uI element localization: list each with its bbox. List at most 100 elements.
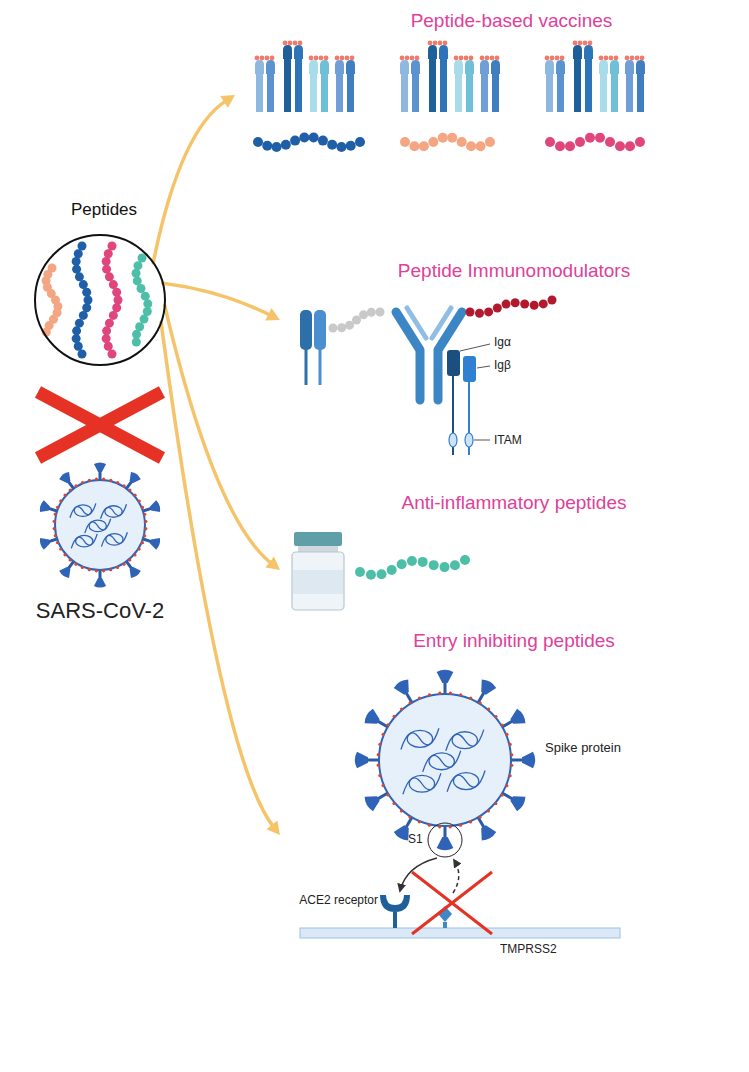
membrane-protein (501, 723, 504, 726)
category-heading: Entry inhibiting peptides (280, 630, 748, 652)
peptide-bead (428, 137, 438, 147)
viral-rna (447, 771, 485, 792)
peptide-bead (79, 280, 88, 289)
protease-label: TMPRSS2 (500, 942, 557, 956)
receptor-domain (294, 45, 303, 59)
vial-neck (298, 546, 338, 552)
membrane-protein (400, 809, 403, 812)
peptide-bead (78, 242, 87, 251)
membrane-protein (459, 824, 462, 827)
circle-border (35, 235, 165, 365)
membrane-protein (510, 764, 513, 767)
membrane-protein (428, 693, 431, 696)
arrow-head (220, 95, 235, 108)
peptide-bead (72, 257, 81, 266)
peptide-bead (132, 338, 141, 347)
viral-rna (446, 730, 484, 751)
membrane-protein (400, 707, 403, 710)
peptide-bead (346, 141, 356, 151)
peptide-bead (476, 141, 486, 151)
peptide-bead (105, 319, 114, 328)
receptor-stem (440, 59, 447, 112)
membrane-protein (378, 743, 381, 746)
group-title: Peptides (30, 200, 178, 220)
peptide-bead (438, 133, 448, 143)
membrane-protein (418, 820, 421, 823)
spike-head (58, 564, 73, 579)
spike-head (126, 564, 141, 579)
peptide-bead (72, 265, 81, 274)
peptide-bead (79, 311, 88, 320)
peptide-bead (585, 133, 595, 143)
membrane-protein (510, 753, 513, 756)
spike-protein (509, 752, 535, 769)
category-heading: Peptide-based vaccines (275, 10, 748, 32)
leader-line (460, 344, 490, 351)
spike-head (94, 462, 106, 472)
peptide-bead (109, 280, 118, 289)
peptide-bead (136, 284, 145, 293)
membrane-protein (143, 513, 146, 516)
receptor-domain (335, 60, 344, 74)
receptor-domain (545, 60, 554, 74)
membrane-protein (81, 481, 84, 484)
peptide-bead (625, 141, 635, 151)
presented-peptide (260, 56, 265, 61)
peptide-bead (409, 141, 419, 151)
spike-head (476, 823, 497, 843)
peptide-bead (429, 560, 439, 570)
peptide-bead (575, 137, 585, 147)
membrane-protein (438, 825, 441, 828)
spike-head (149, 500, 162, 515)
peptide-bead (75, 272, 84, 281)
presented-peptide (433, 41, 438, 46)
membrane-protein (63, 553, 66, 556)
peptide-bead (102, 265, 111, 274)
membrane-protein (133, 494, 136, 497)
membrane-protein (88, 568, 91, 571)
spike-head (39, 536, 52, 551)
tcr-chain (300, 310, 312, 350)
category-heading: Anti-inflammatory peptides (280, 492, 748, 514)
leader-line (474, 440, 490, 441)
cell-membrane (300, 928, 620, 938)
peptide-bead (133, 276, 142, 285)
receptor-stem (585, 59, 592, 112)
membrane-protein (449, 692, 452, 695)
peptide-bead (102, 257, 111, 266)
peptide-circle: Peptides (30, 200, 178, 370)
peptide-bead (72, 326, 81, 335)
spike-protein (437, 824, 454, 850)
ace2-receptor (380, 895, 410, 912)
peptide-bead (82, 303, 91, 312)
membrane-protein (141, 506, 144, 509)
membrane-protein (478, 816, 481, 819)
arrow-head (266, 820, 280, 835)
presented-peptide (625, 56, 630, 61)
membrane-protein (128, 488, 131, 491)
membrane-protein (494, 802, 497, 805)
peptide-bead (376, 308, 385, 317)
membrane-protein (509, 743, 512, 746)
virus-envelope (379, 694, 511, 826)
membrane-protein (54, 513, 57, 516)
peptide-bead (112, 288, 121, 297)
presented-peptide (309, 56, 314, 61)
membrane-protein (382, 733, 385, 736)
receptor-domain (454, 60, 463, 74)
receptor-stem (321, 74, 328, 112)
presented-peptide (545, 56, 550, 61)
presented-peptide (573, 41, 578, 46)
receptor-stem (412, 74, 419, 112)
receptor-domain (625, 60, 634, 74)
membrane-protein (68, 558, 71, 561)
peptide-bead (475, 309, 484, 318)
membrane-protein (128, 558, 131, 561)
arrow-head (265, 557, 280, 570)
tcr-chain (314, 310, 326, 350)
receptor-stem (600, 74, 607, 112)
spike-protein (437, 670, 454, 696)
membrane-protein (393, 715, 396, 718)
presented-peptide (464, 56, 469, 61)
